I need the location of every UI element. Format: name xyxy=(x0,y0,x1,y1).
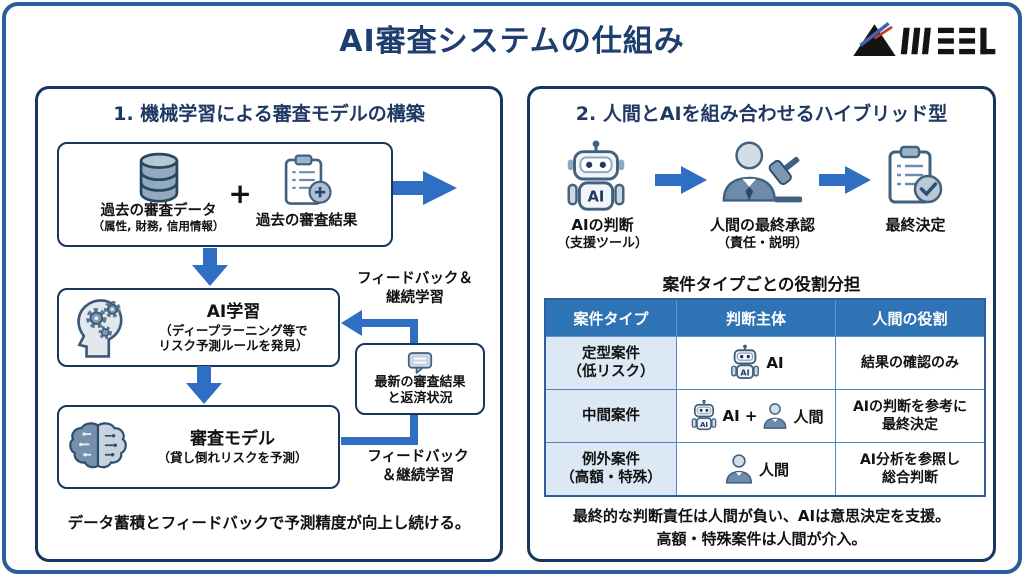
ai-learning-sub1: （ディープラーニング等で xyxy=(159,322,308,338)
step3-label: 最終決定 xyxy=(885,216,946,234)
arrow-learning-to-model xyxy=(186,366,222,408)
past-data-group: 過去の審査データ （属性, 財務, 信用情報） xyxy=(92,151,225,233)
case-type-cell: 例外案件 （高額・特殊） xyxy=(544,442,677,497)
step2-label: 人間の最終承認 xyxy=(709,216,815,234)
feedback-label-top: フィードバック＆ 継続学習 xyxy=(332,270,498,308)
arrow-data-to-learning xyxy=(192,248,228,290)
database-icon xyxy=(139,152,178,203)
arrow-ai-to-human xyxy=(655,165,707,199)
past-data-label: 過去の審査データ xyxy=(100,203,217,219)
source-data-box: 過去の審査データ （属性, 財務, 信用情報） + 過去の審査結果 xyxy=(57,142,393,247)
clipboard-plus-icon xyxy=(284,154,332,205)
plus-sign: + xyxy=(228,177,252,210)
final-decision-label: 最終決定 xyxy=(848,216,983,236)
actor-label: 人間 xyxy=(793,407,824,426)
role-table: 案件タイプ 判断主体 人間の役割 定型案件 （低リスク） xyxy=(544,298,986,497)
person-gavel-icon xyxy=(722,141,803,203)
decider-cell: 人間 xyxy=(676,442,836,497)
left-panel-footer: データ蓄積とフィードバックで予測精度が向上し続ける。 xyxy=(67,514,471,532)
case-type-cell: 中間案件 xyxy=(544,389,677,443)
model-title: 審査モデル xyxy=(190,429,275,449)
down-arrow-icon xyxy=(192,248,228,286)
left-panel-title: 1. 機械学習による審査モデルの構築 xyxy=(113,103,425,125)
step2-sub: （責任・説明） xyxy=(716,235,808,251)
page-title: AI審査システムの仕組み xyxy=(339,24,685,59)
past-result-group: 過去の審査結果 xyxy=(255,153,358,230)
right-footer-line1: 最終的な判断責任は人間が負い、AIは意思決定を支援。 xyxy=(572,507,951,525)
human-approval-label: 人間の最終承認 （責任・説明） xyxy=(680,216,845,252)
table-row-standard: 定型案件 （低リスク） xyxy=(544,336,986,390)
table-header-row: 案件タイプ 判断主体 人間の役割 xyxy=(544,298,986,337)
robot-icon: AI xyxy=(691,399,716,431)
feedback-bottom-line1: フィードバック xyxy=(367,449,469,465)
left-panel: 1. 機械学習による審査モデルの構築 過去の審査データ （属性, 財務, 信用情… xyxy=(35,86,503,562)
svg-text:AI: AI xyxy=(699,420,707,429)
feedback-top-line1: フィードバック＆ xyxy=(357,271,473,287)
brain-icon xyxy=(69,422,127,469)
robot-ai-badge: AI xyxy=(588,188,605,205)
actor-label: AI + xyxy=(722,407,758,425)
human-role-cell: AIの判断を参考に 最終決定 xyxy=(835,389,986,443)
ai-learning-box: AI学習 （ディープラーニング等で リスク予測ルールを発見） xyxy=(57,288,340,367)
feedback-loop-line-top xyxy=(360,319,418,327)
decider-cell: AI AI + 人間 xyxy=(676,389,836,443)
ai-learning-title: AI学習 xyxy=(206,301,261,322)
right-arrow-icon xyxy=(393,171,457,205)
arrow-human-to-decision xyxy=(819,165,871,199)
ai-learning-sub2: リスク予測ルールを発見） xyxy=(158,337,309,353)
ai-learning-text: AI学習 （ディープラーニング等で リスク予測ルールを発見） xyxy=(137,302,330,353)
step1-label: AIの判断 xyxy=(571,216,634,234)
person-icon xyxy=(725,454,753,484)
actor-label: AI xyxy=(766,354,784,372)
human-role-cell: AI分析を参照し 総合判断 xyxy=(835,442,986,497)
col-header-decider: 判断主体 xyxy=(676,298,836,337)
down-arrow-icon xyxy=(186,366,222,404)
right-panel-title: 2. 人間とAIを組み合わせるハイブリッド型 xyxy=(575,103,948,125)
clipboard-check-icon xyxy=(888,145,943,204)
svg-text:AI: AI xyxy=(741,368,750,377)
feedback-loop-line-bottom xyxy=(341,437,418,445)
table-row-intermediate: 中間案件 AI xyxy=(544,389,986,443)
person-icon xyxy=(764,403,787,429)
actor-label: 人間 xyxy=(758,460,789,479)
table-row-exception: 例外案件 （高額・特殊） 人間 xyxy=(544,442,986,497)
case-type-cell: 定型案件 （低リスク） xyxy=(544,336,677,390)
feedback-label-bottom: フィードバック ＆継続学習 xyxy=(338,448,498,486)
past-result-label: 過去の審査結果 xyxy=(255,213,358,229)
brand-logo xyxy=(848,18,998,68)
human-approval-step xyxy=(716,139,806,217)
ai-judgment-step: AI xyxy=(558,139,634,221)
right-panel: 2. 人間とAIを組み合わせるハイブリッド型 AI xyxy=(527,86,996,562)
robot-icon: AI xyxy=(731,344,760,380)
past-data-sublabel: （属性, 財務, 信用情報） xyxy=(92,218,225,233)
latest-box-line1: 最新の審査結果 xyxy=(374,375,466,391)
head-gears-icon xyxy=(77,298,123,358)
human-role-cell: 結果の確認のみ xyxy=(835,336,986,390)
feedback-bottom-line2: ＆継続学習 xyxy=(381,467,455,484)
right-footer-line2: 高額・特殊案件は人間が介入。 xyxy=(656,529,867,548)
arrow-to-right-panel xyxy=(393,169,457,211)
ai-judgment-label: AIの判断 （支援ツール） xyxy=(530,216,675,252)
meel-logo-icon xyxy=(853,21,996,56)
col-header-human-role: 人間の役割 xyxy=(835,298,986,337)
model-box: 審査モデル （貸し倒れリスクを予測） xyxy=(57,405,340,489)
feedback-top-line2: 継続学習 xyxy=(386,289,444,306)
model-sub: （貸し倒れリスクを予測） xyxy=(157,449,308,465)
role-table-title: 案件タイプごとの役割分担 xyxy=(662,275,861,294)
flow-arrow-icon xyxy=(819,166,871,194)
feedback-arrowhead xyxy=(341,310,362,336)
final-decision-step xyxy=(882,141,946,213)
latest-box-line2: と返済状況 xyxy=(387,391,453,406)
robot-icon: AI xyxy=(567,140,625,211)
right-panel-footer: 最終的な判断責任は人間が負い、AIは意思決定を支援。 高額・特殊案件は人間が介入… xyxy=(530,505,993,550)
step1-sub: （支援ツール） xyxy=(556,235,648,251)
model-text: 審査モデル （貸し倒れリスクを予測） xyxy=(135,429,330,465)
flow-arrow-icon xyxy=(655,166,707,194)
decider-cell: AI AI xyxy=(676,336,836,390)
col-header-case-type: 案件タイプ xyxy=(544,298,677,337)
latest-results-box: 最新の審査結果 と返済状況 xyxy=(355,343,485,415)
speech-bubble-icon xyxy=(407,352,433,375)
